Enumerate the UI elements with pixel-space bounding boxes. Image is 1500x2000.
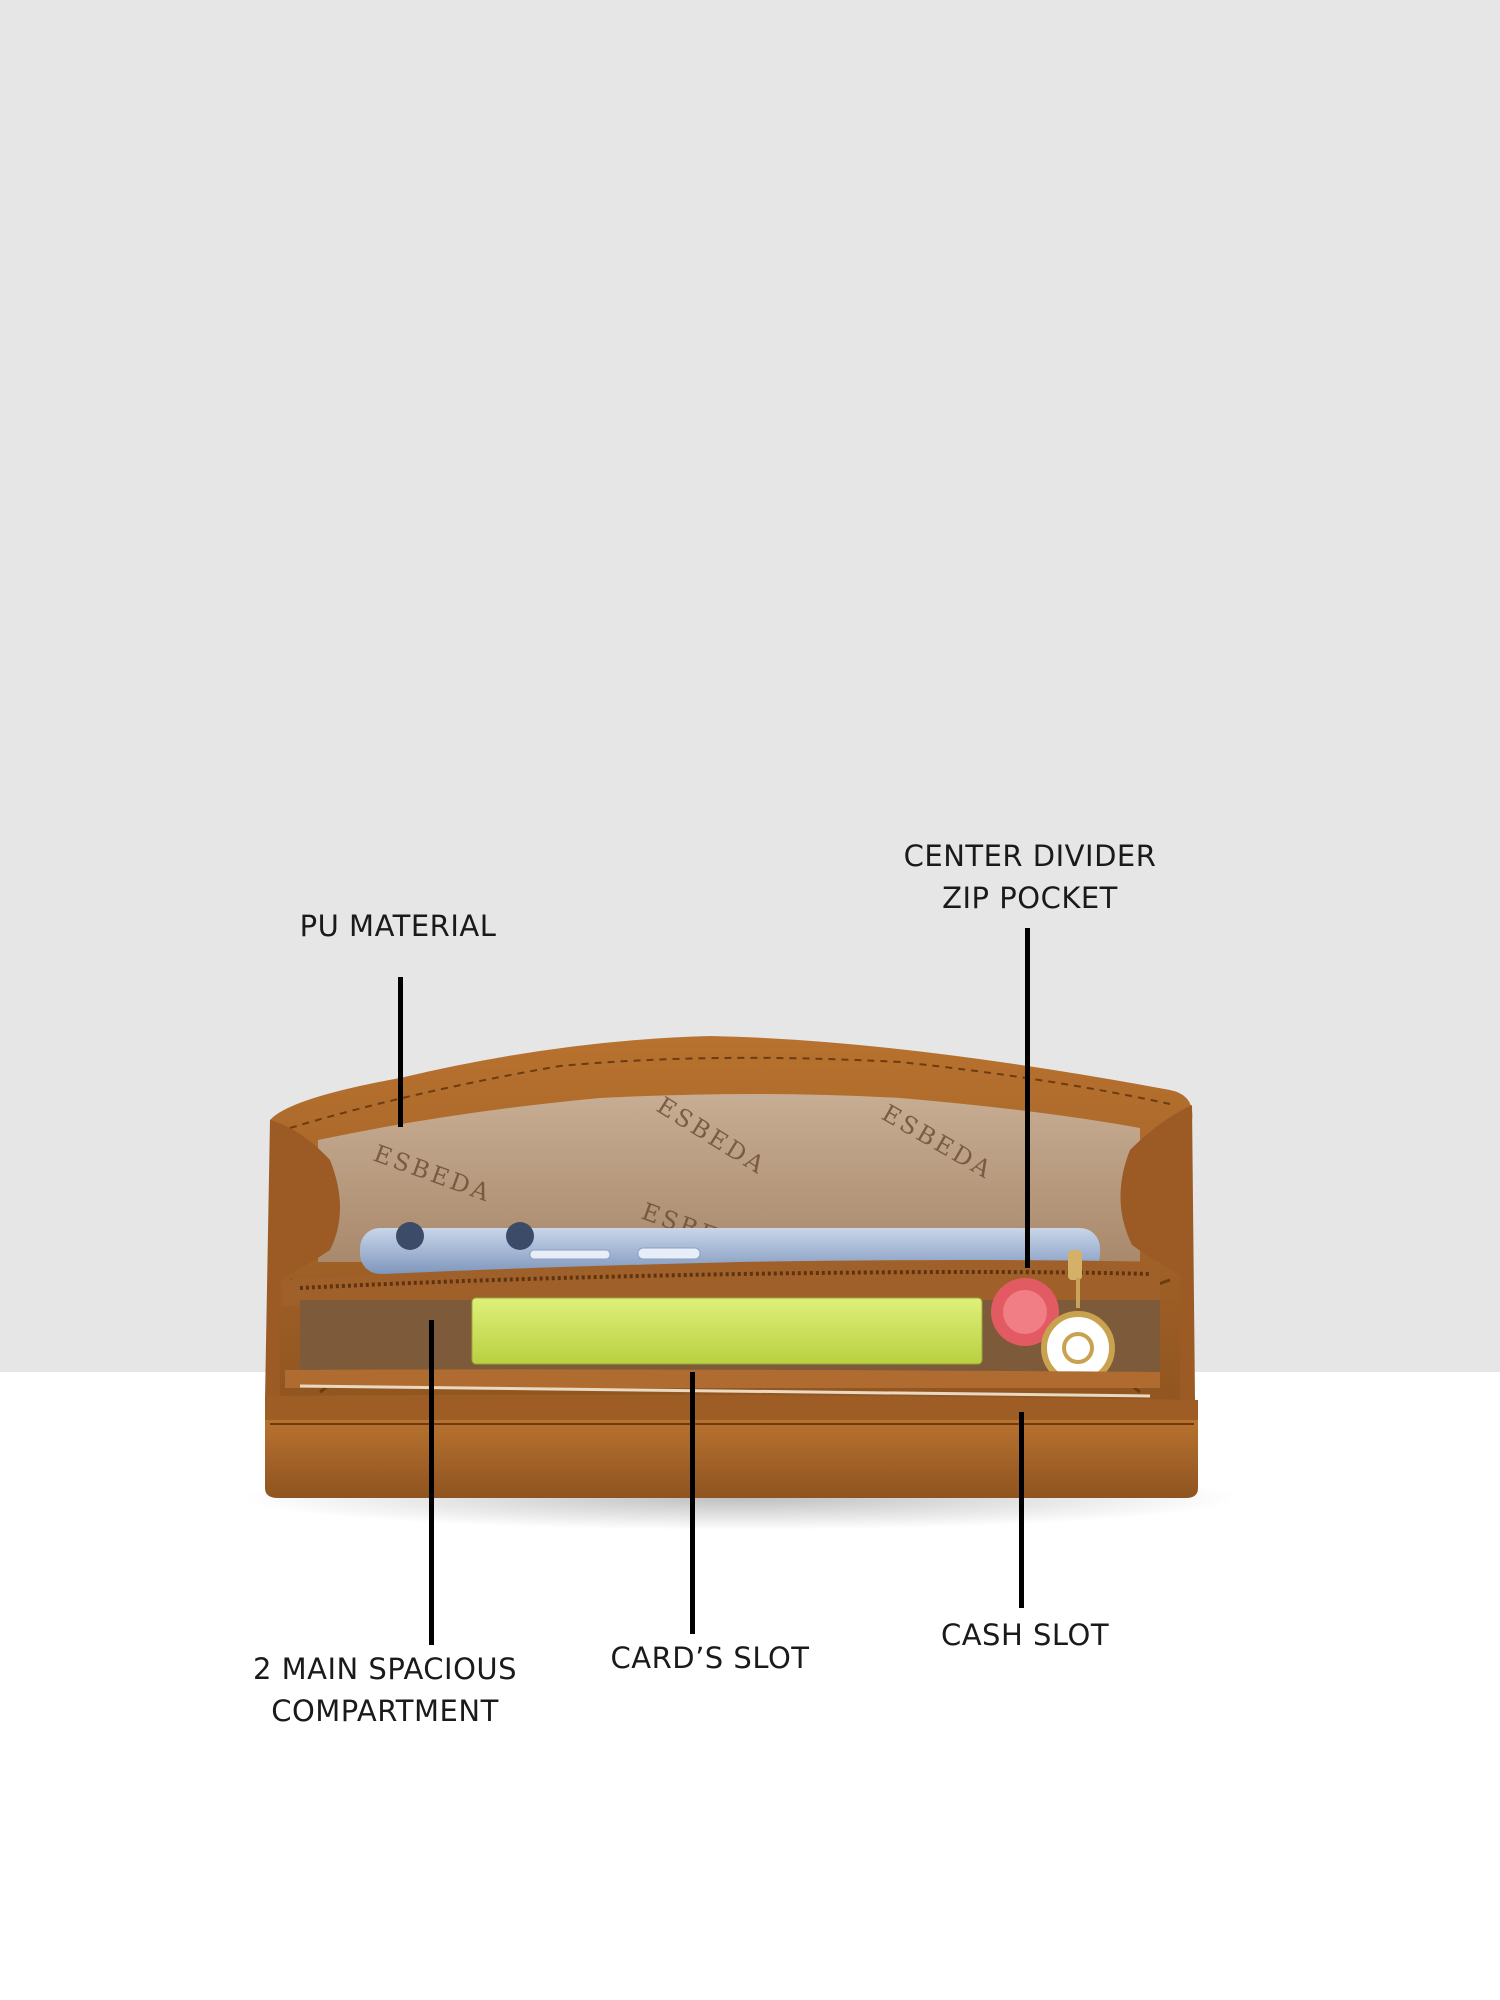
pu-material-line: PU MATERIAL xyxy=(299,909,497,943)
left-gusset xyxy=(265,1120,340,1400)
cards-slot-leader xyxy=(690,1372,695,1634)
phone-button xyxy=(529,1249,611,1260)
main-compartment-line-1: 2 MAIN SPACIOUS xyxy=(252,1652,518,1686)
lip-balm-cap xyxy=(1003,1290,1047,1334)
pu-material-leader xyxy=(398,977,403,1127)
card-box xyxy=(471,1297,983,1365)
center-divider-zip-pocket xyxy=(282,1260,1160,1306)
center-divider-label: CENTER DIVIDER ZIP POCKET xyxy=(880,835,1180,919)
center-divider-line-1: CENTER DIVIDER xyxy=(903,839,1157,873)
back-panel-stitching xyxy=(289,1056,1171,1129)
card-slot-edge xyxy=(299,1384,1151,1398)
pu-material-label: PU MATERIAL xyxy=(248,905,548,947)
card-slot xyxy=(285,1369,1160,1388)
right-gusset xyxy=(1120,1105,1195,1400)
phone-button xyxy=(637,1247,701,1260)
gold-charm-emblem xyxy=(1062,1332,1094,1364)
main-compartment-label: 2 MAIN SPACIOUS COMPARTMENT xyxy=(220,1648,550,1732)
cards-slot-line: CARD’S SLOT xyxy=(610,1641,810,1675)
cash-slot-leader xyxy=(1019,1412,1024,1608)
cash-slot-label: CASH SLOT xyxy=(875,1614,1175,1656)
cash-slot-line: CASH SLOT xyxy=(940,1618,1110,1652)
zipper-track xyxy=(299,1270,1151,1290)
wallet-front-flap xyxy=(265,1420,1198,1498)
cash-slot xyxy=(265,1394,1198,1420)
main-compartment-line-2: COMPARTMENT xyxy=(271,1694,499,1728)
zipper-pull xyxy=(1068,1250,1082,1280)
main-compartment-leader xyxy=(429,1320,434,1645)
phone-camera xyxy=(506,1222,534,1250)
center-divider-leader xyxy=(1025,928,1030,1268)
center-divider-line-2: ZIP POCKET xyxy=(942,881,1118,915)
phone-camera xyxy=(396,1222,424,1250)
wallet-lining xyxy=(318,1094,1140,1262)
cards-slot-label: CARD’S SLOT xyxy=(560,1637,860,1679)
